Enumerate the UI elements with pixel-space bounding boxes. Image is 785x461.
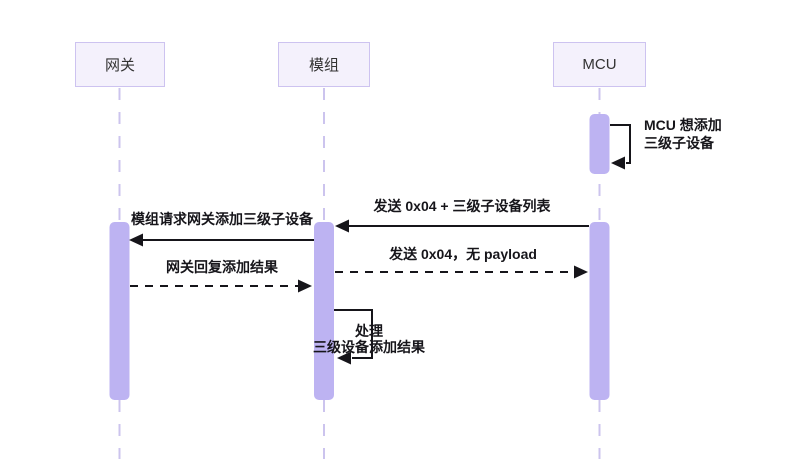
arrowhead-mcu-to-module <box>335 219 349 233</box>
actor-label-module: 模组 <box>308 57 339 74</box>
message-label-module-self: 处理 三级设备添加结果 <box>313 323 425 355</box>
message-label-mcu-self-line2: 三级子设备 <box>644 135 714 151</box>
activation-bar-module <box>314 222 334 400</box>
activation-bar-gateway <box>109 222 130 400</box>
actor-box-mcu: MCU <box>553 42 646 87</box>
activation-bar-mcu-self <box>589 114 610 174</box>
message-label-module-to-gateway: 模组请求网关添加三级子设备 <box>131 211 313 227</box>
actor-label-mcu: MCU <box>582 56 617 73</box>
actor-box-module: 模组 <box>278 42 370 87</box>
message-label-mcu-self: MCU 想添加 三级子设备 <box>644 116 722 152</box>
message-label-module-self-line2: 三级设备添加结果 <box>313 339 425 355</box>
arrowhead-module-to-mcu <box>574 265 588 279</box>
activation-bar-mcu <box>589 222 610 400</box>
arrowhead-module-to-gateway <box>129 233 143 247</box>
actor-box-gateway: 网关 <box>75 42 165 87</box>
message-label-module-to-mcu: 发送 0x04，无 payload <box>389 246 537 262</box>
message-label-mcu-self-line1: MCU 想添加 <box>644 117 722 133</box>
message-label-mcu-to-module: 发送 0x04 + 三级子设备列表 <box>373 198 551 214</box>
self-loop-module <box>334 309 373 359</box>
self-loop-mcu <box>610 124 631 164</box>
message-label-gateway-to-module: 网关回复添加结果 <box>166 259 278 275</box>
message-label-module-self-line1: 处理 <box>355 323 383 339</box>
arrowhead-self-loop-module <box>337 351 351 365</box>
arrowhead-self-loop-mcu <box>611 156 625 170</box>
actor-label-gateway: 网关 <box>104 57 135 74</box>
arrowhead-gateway-to-module <box>298 279 312 293</box>
